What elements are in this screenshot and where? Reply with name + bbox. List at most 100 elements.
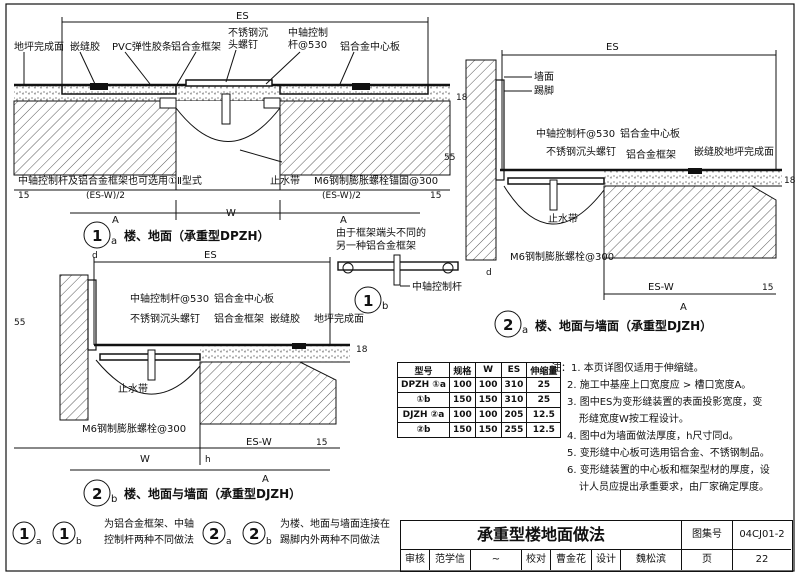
fig1a-label-waterstop: 止水带 (270, 175, 300, 187)
fig1a-dim-esw-right: (ES-W)/2 (322, 191, 361, 201)
fig1a-drawing: ES 15 (ES-W)/2 A W (ES-W)/2 15 A (13, 11, 468, 249)
fig2b-marker: 2 (92, 485, 102, 503)
note-line: 4. 图中d为墙面做法厚度，h尺寸同d。 (567, 431, 739, 442)
fig1a-dim-w: W (226, 208, 236, 219)
spec-cell: 100 (448, 377, 476, 393)
fig2b-dim-15: 15 (316, 438, 327, 448)
fig1a-dim-a-right: A (340, 215, 347, 226)
spec-header-es: ES (500, 362, 528, 378)
sig-design-name: 魏松滨 (621, 550, 682, 570)
fig2b-label-waterstop: 止水带 (118, 383, 148, 395)
fig2b-label-screw: 不锈钢沉头螺钉 (130, 312, 200, 325)
fig2a-dim-a: A (680, 302, 687, 313)
note-line: 3. 图中ES为变形缝装置的表面投影宽度，变 (567, 397, 763, 408)
fig2a-dim-18: 18 (784, 176, 796, 186)
spec-cell: ①b (397, 392, 450, 408)
fig2b-dim-d: d (92, 251, 98, 261)
fig1a-marker-circle (83, 221, 111, 249)
fig2a-dim-55: 55 (444, 153, 455, 163)
fig2b-label-floor: 地坪完成面 (314, 312, 364, 325)
spec-cell: 310 (500, 377, 528, 393)
fig1b-marker-sub: b (382, 301, 388, 312)
notes-block: 注：1. 本页详图仅适用于伸缩缝。 2. 施工中基座上口宽度应 > 槽口宽度A。… (551, 360, 789, 496)
fig1b-label-1: 由于框架端头不同的 (336, 226, 426, 239)
fig2a-label-frame: 铝合金框架 (626, 148, 676, 161)
fig1a-label-pvc: PVC弹性胶条 (112, 40, 172, 53)
fig2a-label-waterstop: 止水带 (548, 213, 578, 225)
sig-check-name: 曹金花 (551, 550, 592, 570)
spec-cell: DPZH ①a (397, 377, 450, 393)
page-label: 页 (682, 550, 733, 570)
sig-review-name: 范学信 (430, 550, 471, 570)
fig2b-marker-circle (83, 479, 111, 507)
fig1a-leaders (23, 49, 355, 163)
spec-cell: DJZH ②a (397, 407, 450, 423)
fig2a-label-screw: 不锈钢沉头螺钉 (546, 145, 616, 158)
atlas-label: 图集号 (682, 521, 733, 550)
spec-header-w: W (474, 362, 502, 378)
fig2b-wall (59, 274, 89, 421)
fig1a-marker: 1 (92, 227, 102, 245)
page-number: 22 (755, 554, 769, 565)
note-line: 5. 变形缝中心板可选用铝合金、不锈钢制品。 (567, 448, 770, 459)
fig2a-drawing: ES 55 18 d ES-W 15 A 墙面 踢脚 中轴控制杆@530 铝合金… (444, 42, 796, 338)
spec-cell: 100 (474, 377, 502, 393)
legend-left-1: 为铝合金框架、中轴 (104, 519, 194, 530)
fig2b-label-plate: 铝合金中心板 (214, 292, 274, 305)
fig2b-drawing: ES d 55 18 W h ES-W 15 A 中轴控制杆@530 铝合金中心… (14, 250, 368, 507)
fig2b-dim-esw: ES-W (246, 437, 272, 448)
fig2b-caption: 楼、地面与墙面（承重型DJZH） (124, 486, 301, 501)
spec-cell: 255 (500, 422, 528, 438)
fig2a-label-sealant: 嵌缝胶 (694, 145, 724, 158)
fig2a-slab (603, 185, 777, 259)
fig2b-dim-w: W (140, 454, 150, 465)
atlas-number: 04CJ01-2 (733, 521, 791, 550)
fig1a-dim-15a: 15 (18, 191, 29, 201)
fig2a-marker: 2 (503, 316, 513, 334)
fig1a-caption: 楼、地面（承重型DPZH） (124, 228, 270, 243)
fig1b-marker-circle (354, 286, 382, 314)
fig2a-marker-sub: a (522, 325, 528, 336)
fig2b-dim-18: 18 (356, 345, 368, 355)
fig1a-marker-sub: a (111, 236, 117, 247)
fig1b-label-rod: 中轴控制杆 (412, 280, 462, 293)
fig2a-label-skirting: 踢脚 (534, 84, 554, 97)
fig2b-slab (199, 361, 337, 425)
fig1a-label-screw2: 头螺钉 (228, 39, 258, 51)
fig2a-label-floor: 地坪完成面 (724, 145, 774, 158)
fig1a-waterstop (175, 107, 281, 142)
legend-m2a: a (226, 537, 232, 547)
fig2a-caption: 楼、地面与墙面（承重型DJZH） (535, 318, 712, 333)
legend-m2: 2 (209, 525, 219, 543)
spec-header-type: 型号 (397, 362, 450, 378)
note-line: 2. 施工中基座上口宽度应 > 槽口宽度A。 (567, 380, 752, 391)
legend-m1-b: 1 (59, 525, 69, 543)
fig1a-label-sealant: 嵌缝胶 (70, 40, 100, 53)
fig1a-label-note: 中轴控制杆及铝合金框架也可选用①Ⅱ型式 (18, 174, 202, 187)
fig2b-dim-h: h (205, 455, 211, 465)
legend-m1: 1 (19, 525, 29, 543)
fig2a-label-wall: 墙面 (534, 70, 554, 83)
spec-cell: 205 (500, 407, 528, 423)
fig2a-label-anchor: M6钢制膨胀螺栓@300 (510, 250, 614, 263)
legend-left-2: 控制杆两种不同做法 (104, 535, 194, 546)
fig1a-label-plate: 铝合金中心板 (340, 40, 400, 53)
fig2b-label-sealant: 嵌缝胶 (270, 312, 300, 325)
fig1b-label-2: 另一种铝合金框架 (336, 239, 416, 252)
fig1a-left-slab (13, 100, 177, 176)
note-line: 计人员应提出承重要求，由厂家确定厚度。 (579, 482, 769, 493)
fig2a-marker-circle (494, 310, 522, 338)
fig2a-wall (465, 59, 497, 261)
note-line: 形缝宽度W按工程设计。 (579, 414, 689, 425)
spec-cell: ②b (397, 422, 450, 438)
fig2a-label-rod: 中轴控制杆@530 (536, 127, 615, 140)
fig1a-right-slab (279, 100, 451, 176)
spec-cell: 150 (448, 422, 476, 438)
